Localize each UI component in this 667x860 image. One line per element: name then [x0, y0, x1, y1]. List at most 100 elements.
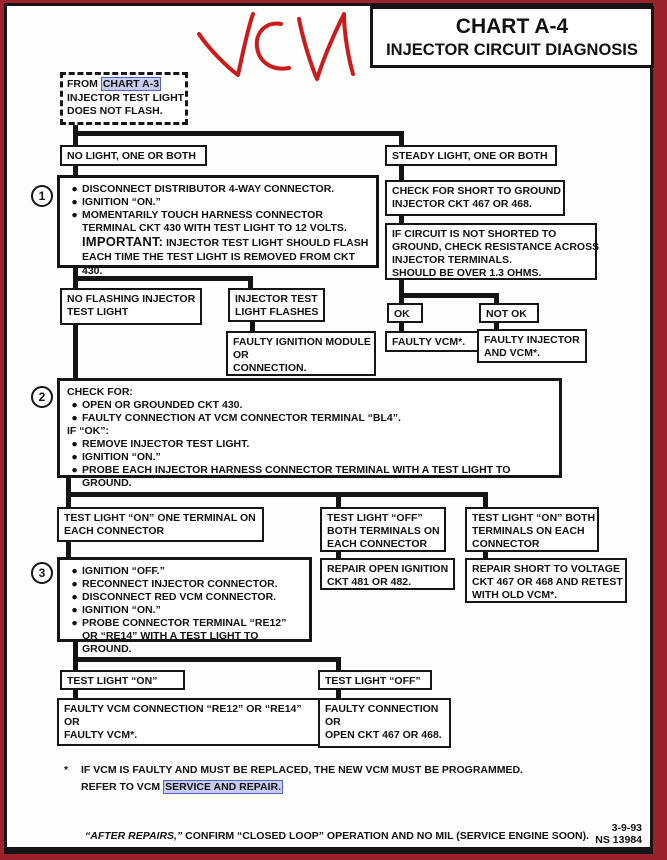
connector-line — [73, 163, 78, 177]
bullet-item: ●IGNITION “OFF.” — [67, 565, 302, 578]
node-step3-actions: ●IGNITION “OFF.” ●RECONNECT INJECTOR CON… — [57, 557, 312, 655]
connector-line — [73, 657, 341, 662]
after-repairs-note: “AFTER REPAIRS,” CONFIRM “CLOSED LOOP” O… — [85, 830, 590, 842]
step-number-3: 3 — [31, 562, 53, 584]
connector-line — [73, 323, 78, 380]
chart-number: CHART A-4 — [455, 14, 569, 38]
important-note: IMPORTANT: INJECTOR TEST LIGHT SHOULD FL… — [82, 234, 369, 278]
bullet-item: ●OPEN OR GROUNDED CKT 430. — [67, 399, 552, 412]
bullet-item: ●RECONNECT INJECTOR CONNECTOR. — [67, 578, 302, 591]
bullet-icon: ● — [71, 565, 78, 577]
pen-stroke-c — [254, 21, 291, 71]
bullet-item: ●DISCONNECT RED VCM CONNECTOR. — [67, 591, 302, 604]
bullet-icon: ● — [71, 399, 78, 411]
service-and-repair-link[interactable]: SERVICE AND REPAIR. — [163, 780, 283, 794]
node-faulty-vcm: FAULTY VCM*. — [385, 331, 483, 352]
pen-stroke-m — [297, 12, 355, 81]
bullet-icon: ● — [71, 464, 78, 476]
bullet-item: ●IGNITION “ON.” — [67, 451, 552, 464]
node-repair-short-voltage: REPAIR SHORT TO VOLTAGE CKT 467 OR 468 A… — [465, 558, 627, 603]
from-prefix: FROM — [67, 78, 98, 90]
bullet-icon: ● — [71, 604, 78, 616]
connector-line — [399, 293, 499, 298]
node-test-light-on-one: TEST LIGHT “ON” ONE TERMINAL ON EACH CON… — [57, 507, 264, 542]
connector-line — [399, 274, 404, 298]
connector-line — [483, 492, 488, 507]
bullet-item: ●IGNITION “ON.” — [67, 196, 369, 209]
connector-line — [399, 216, 404, 226]
node-test-light-off-both: TEST LIGHT “OFF” BOTH TERMINALS ON EACH … — [320, 507, 446, 552]
connector-line — [73, 120, 78, 136]
connector-line — [66, 476, 71, 497]
connector-line — [336, 492, 341, 507]
chart-a3-link[interactable]: CHART A-3 — [100, 77, 162, 91]
stamp-date: 3-9-93 — [611, 822, 642, 834]
connector-line — [336, 686, 341, 698]
node-faulty-ignition-module: FAULTY IGNITION MODULE OR CONNECTION. — [226, 331, 376, 376]
node-from-chart-a3: FROM CHART A-3 INJECTOR TEST LIGHT DOES … — [60, 72, 188, 125]
node-test-light-off: TEST LIGHT “OFF” — [318, 670, 432, 690]
connector-line — [66, 492, 71, 507]
node-step1-actions: ●DISCONNECT DISTRIBUTOR 4-WAY CONNECTOR.… — [57, 175, 379, 277]
step2-if-ok: IF “OK”: — [67, 425, 109, 437]
chart-subtitle: INJECTOR CIRCUIT DIAGNOSIS — [386, 40, 638, 59]
connector-line — [399, 293, 404, 305]
bullet-item: ●FAULTY CONNECTION AT VCM CONNECTOR TERM… — [67, 412, 552, 425]
bullet-icon: ● — [71, 412, 78, 424]
connector-line — [399, 321, 404, 333]
bullet-item: ●DISCONNECT DISTRIBUTOR 4-WAY CONNECTOR. — [67, 183, 369, 196]
connector-line — [494, 293, 499, 305]
node-steady-light: STEADY LIGHT, ONE OR BOTH — [385, 145, 557, 166]
node-test-light-on: TEST LIGHT “ON” — [60, 670, 185, 690]
bullet-item: ●MOMENTARILY TOUCH HARNESS CONNECTOR TER… — [67, 209, 369, 235]
asterisk: * — [64, 764, 69, 776]
pen-stroke-v — [197, 12, 255, 77]
step-number-2: 2 — [31, 386, 53, 408]
node-faulty-connection-open: FAULTY CONNECTION OR OPEN CKT 467 OR 468… — [318, 698, 451, 748]
connector-line — [73, 686, 78, 698]
step-number-1: 1 — [31, 185, 53, 207]
bullet-icon: ● — [71, 578, 78, 590]
node-repair-open-ignition: REPAIR OPEN IGNITION CKT 481 OR 482. — [320, 558, 455, 590]
connector-line — [399, 163, 404, 180]
stamp-code: NS 13984 — [595, 834, 642, 846]
bullet-icon: ● — [71, 591, 78, 603]
connector-line — [73, 131, 78, 147]
from-line2: INJECTOR TEST LIGHT — [67, 91, 185, 104]
connector-line — [73, 657, 78, 670]
node-no-light: NO LIGHT, ONE OR BOTH — [60, 145, 207, 166]
bullet-icon: ● — [71, 438, 78, 450]
connector-line — [73, 640, 78, 662]
node-light-flashes: INJECTOR TEST LIGHT FLASHES — [228, 288, 325, 322]
node-not-ok: NOT OK — [479, 303, 539, 323]
bullet-icon: ● — [71, 183, 78, 195]
step2-heading: CHECK FOR: — [67, 386, 133, 398]
connector-line — [66, 540, 71, 557]
connector-line — [250, 320, 255, 333]
document-stamp: 3-9-93 NS 13984 — [595, 822, 642, 846]
bullet-icon: ● — [71, 617, 78, 629]
node-no-flashing: NO FLASHING INJECTOR TEST LIGHT — [60, 288, 202, 325]
connector-line — [399, 131, 404, 147]
connector-line — [73, 131, 404, 136]
node-test-light-on-both: TEST LIGHT “ON” BOTH TERMINALS ON EACH C… — [465, 507, 599, 552]
bullet-item: ●PROBE EACH INJECTOR HARNESS CONNECTOR T… — [67, 464, 552, 490]
node-check-short: CHECK FOR SHORT TO GROUND INJECTOR CKT 4… — [385, 180, 565, 216]
bullet-item: ●PROBE CONNECTOR TERMINAL “RE12” OR “RE1… — [67, 617, 302, 656]
bullet-icon: ● — [71, 451, 78, 463]
handwritten-vcm-annotation — [197, 12, 355, 81]
bullet-item: ●REMOVE INJECTOR TEST LIGHT. — [67, 438, 552, 451]
vcm-footnote: * IF VCM IS FAULTY AND MUST BE REPLACED,… — [64, 764, 523, 794]
bullet-item: ●IGNITION “ON.” — [67, 604, 302, 617]
node-if-circuit: IF CIRCUIT IS NOT SHORTED TO GROUND, CHE… — [385, 223, 599, 280]
connector-line — [73, 276, 253, 281]
from-line3: DOES NOT FLASH. — [67, 105, 163, 117]
connector-line — [66, 492, 488, 497]
node-faulty-injector-vcm: FAULTY INJECTOR AND VCM*. — [477, 329, 587, 363]
connector-line — [336, 657, 341, 670]
connector-line — [73, 266, 78, 281]
chart-title-box: CHART A-4 INJECTOR CIRCUIT DIAGNOSIS — [370, 6, 654, 68]
connector-line — [494, 321, 499, 331]
